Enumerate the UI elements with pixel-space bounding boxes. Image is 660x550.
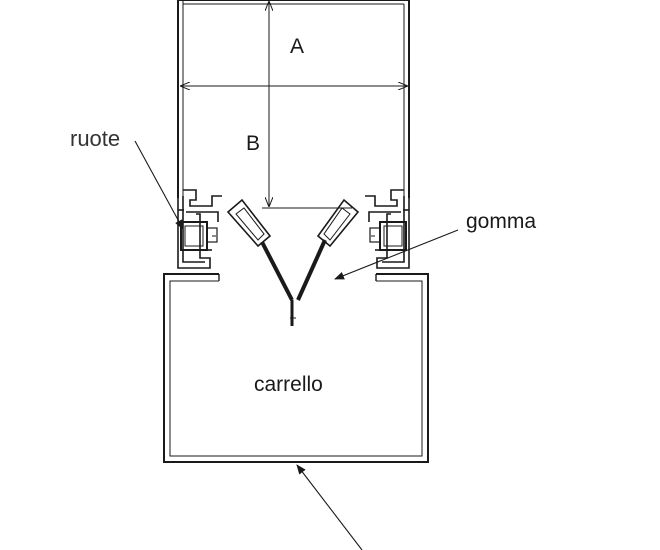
wheels-leader xyxy=(134,140,184,230)
wheels-label: ruote xyxy=(70,126,120,151)
dimension-a-label: A xyxy=(290,35,304,58)
upper-housing xyxy=(177,0,410,198)
left-wheel xyxy=(180,221,218,251)
rubber-leader xyxy=(334,229,459,280)
dimension-b-line xyxy=(262,2,352,209)
cart-leader xyxy=(296,464,363,550)
rubber-label: gomma xyxy=(466,210,536,233)
rubber-seal xyxy=(226,198,360,326)
cart-box xyxy=(163,273,429,463)
right-rail-profile xyxy=(365,189,410,269)
dimension-b-label: B xyxy=(246,132,260,155)
cart-label: carrello xyxy=(254,373,323,396)
right-wheel xyxy=(369,221,407,251)
